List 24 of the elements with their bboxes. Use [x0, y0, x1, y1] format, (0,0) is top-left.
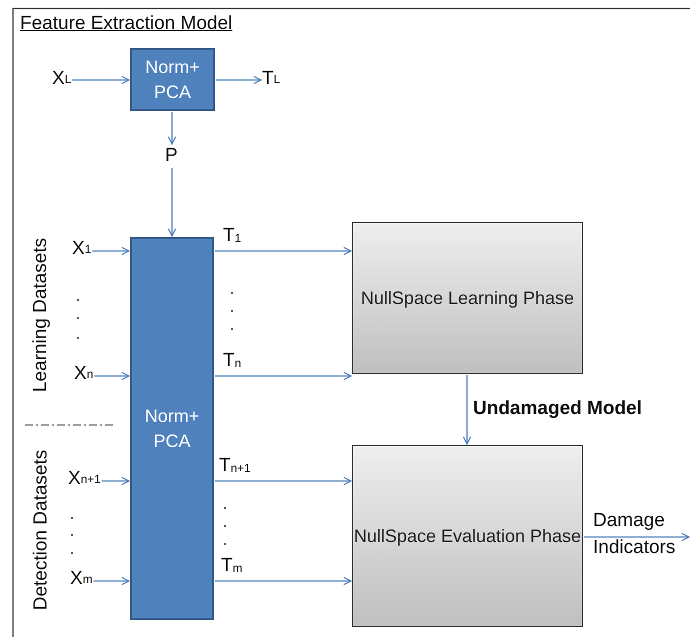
arrow — [72, 76, 130, 84]
edge-label: Damage Indicators — [593, 509, 676, 560]
arrow — [94, 372, 130, 380]
arrow — [94, 576, 130, 586]
arrow — [584, 532, 690, 542]
arrow — [215, 246, 352, 256]
edge-label: Undamaged Model — [473, 398, 642, 420]
diagram-title: Feature Extraction Model — [20, 13, 232, 35]
arrow — [215, 576, 352, 586]
group-label: Learning Datasets — [30, 238, 52, 392]
arrow — [462, 375, 472, 445]
arrow — [215, 372, 352, 380]
group-label: Detection Datasets — [30, 450, 52, 610]
arrow — [102, 476, 130, 486]
process-box: NullSpace Learning Phase — [352, 222, 583, 374]
arrow — [92, 246, 130, 256]
arrow — [168, 168, 176, 237]
process-box: Norm+ PCA — [130, 48, 215, 111]
process-box: Norm+ PCA — [130, 237, 214, 620]
arrow — [216, 76, 262, 84]
arrow — [215, 476, 352, 486]
arrow — [168, 112, 176, 145]
output-label: P — [165, 145, 178, 167]
process-box: NullSpace Evaluation Phase — [352, 445, 583, 627]
